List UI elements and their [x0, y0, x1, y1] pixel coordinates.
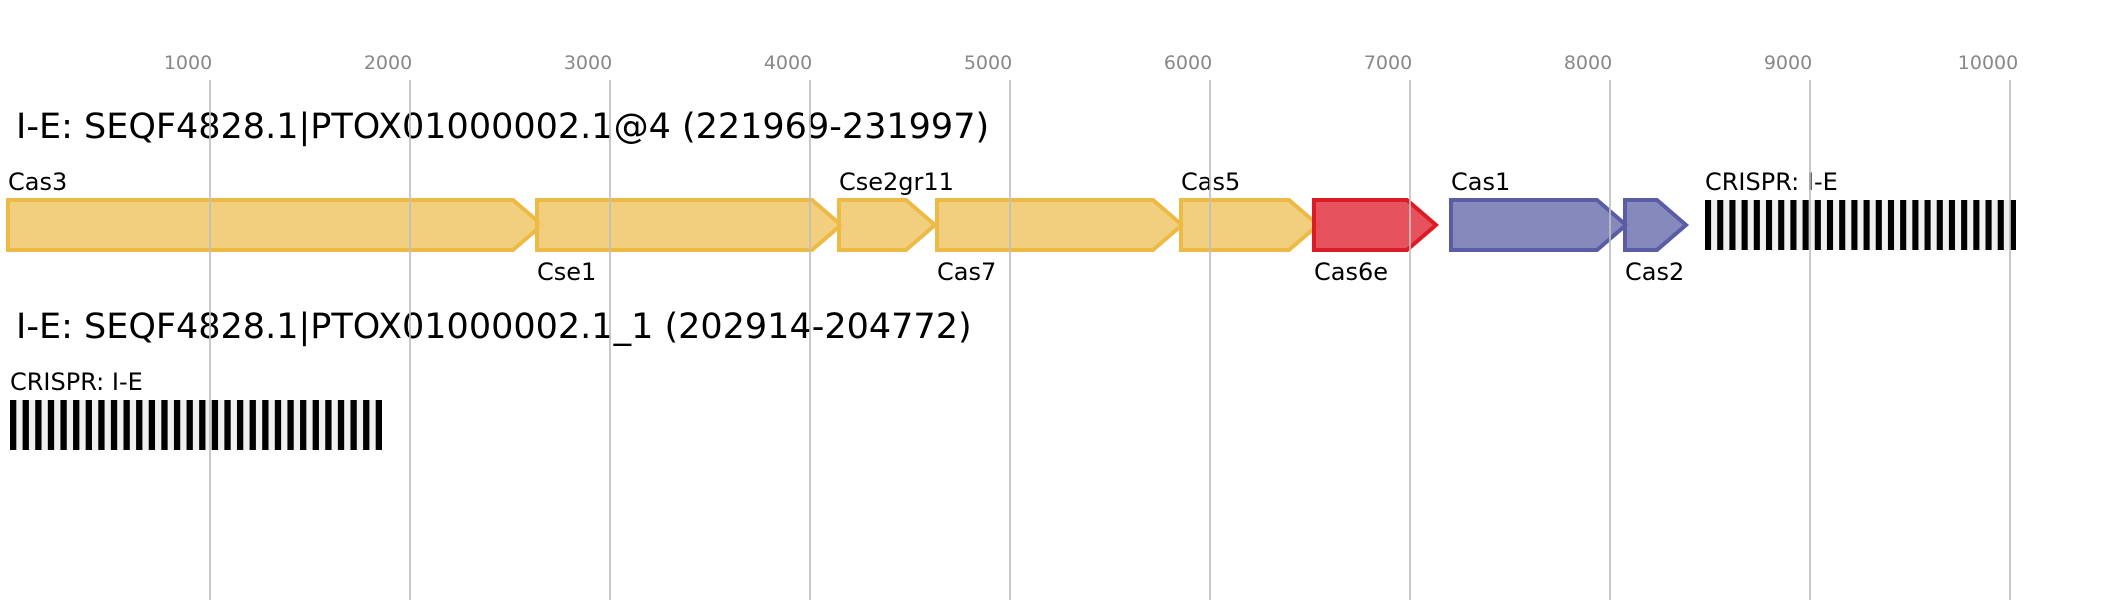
- crispr-repeat: [1802, 200, 1809, 250]
- tick-label: 3000: [564, 52, 612, 74]
- feature-label: CRISPR: I-E: [1705, 168, 1838, 196]
- crispr-repeat: [85, 400, 92, 450]
- crispr-repeat: [1839, 200, 1846, 250]
- tick-label: 8000: [1564, 52, 1612, 74]
- locus-title: I-E: SEQF4828.1|PTOX01000002.1@4 (221969…: [16, 107, 989, 147]
- gene-arrow-cas5[interactable]: [1179, 198, 1322, 252]
- crispr-repeat: [1936, 200, 1943, 250]
- crispr-repeat: [236, 400, 244, 450]
- crispr-repeat: [375, 400, 382, 450]
- crispr-repeat: [1912, 200, 1919, 250]
- crispr-repeat: [1741, 200, 1748, 250]
- locus-title: I-E: SEQF4828.1|PTOX01000002.1_1 (202914…: [16, 307, 972, 347]
- gene-arrow-cse2gr11[interactable]: [837, 198, 939, 252]
- crispr-repeat: [1765, 200, 1773, 250]
- feature-label: Cas1: [1451, 168, 1510, 196]
- crispr-repeat: [262, 400, 269, 450]
- crispr-repeat: [1985, 200, 1992, 250]
- crispr-repeat: [300, 400, 307, 450]
- crispr-repeat: [186, 400, 193, 450]
- tick-label: 10000: [1958, 52, 2018, 74]
- crispr-repeat: [1729, 200, 1736, 250]
- tick-label: 2000: [364, 52, 412, 74]
- crispr-repeat: [211, 400, 219, 450]
- crispr-repeat: [1705, 200, 1712, 250]
- crispr-repeat: [363, 400, 370, 450]
- crispr-repeat: [1814, 200, 1821, 250]
- crispr-repeat: [73, 400, 80, 450]
- crispr-repeat: [1863, 200, 1870, 250]
- crispr-repeat: [1851, 200, 1858, 250]
- crispr-repeat: [1790, 200, 1797, 250]
- crispr-repeat: [148, 400, 156, 450]
- feature-label: Cas7: [937, 258, 996, 286]
- crispr-repeat: [287, 400, 294, 450]
- gene-arrow-cas2[interactable]: [1623, 198, 1690, 252]
- locus-2: I-E: SEQF4828.1|PTOX01000002.1_1 (202914…: [10, 307, 972, 450]
- tick-label: 6000: [1164, 52, 1212, 74]
- tick-label: 9000: [1764, 52, 1812, 74]
- crispr-repeat: [325, 400, 332, 450]
- tick-label: 4000: [764, 52, 812, 74]
- feature-label: Cas2: [1625, 258, 1684, 286]
- crispr-repeat: [337, 400, 345, 450]
- loci: I-E: SEQF4828.1|PTOX01000002.1@4 (221969…: [6, 107, 2016, 450]
- crispr-repeat: [161, 400, 168, 450]
- locus-1: I-E: SEQF4828.1|PTOX01000002.1@4 (221969…: [6, 107, 2016, 286]
- gene-arrow-cas6e[interactable]: [1312, 198, 1440, 252]
- gene-arrow-cse1[interactable]: [535, 198, 845, 252]
- crispr-repeat: [10, 400, 17, 450]
- crispr-repeat: [350, 400, 357, 450]
- feature-label: Cas3: [8, 168, 67, 196]
- feature-label: Cse1: [537, 258, 596, 286]
- crispr-repeat: [1887, 200, 1895, 250]
- crispr-array-background[interactable]: [1705, 200, 2016, 250]
- crispr-repeat: [199, 400, 206, 450]
- crispr-repeat: [1900, 200, 1907, 250]
- crispr-repeat: [274, 400, 282, 450]
- axis-tick-labels: 1000 2000 3000 4000 5000 6000 7000 8000 9000 1000…: [164, 52, 2018, 74]
- crispr-repeat: [1924, 200, 1931, 250]
- crispr-repeat: [136, 400, 143, 450]
- crispr-repeat: [35, 400, 42, 450]
- crispr-repeat: [1948, 200, 1956, 250]
- gene-arrow-cas7[interactable]: [935, 198, 1186, 252]
- crispr-repeat: [2009, 200, 2016, 250]
- tick-label: 7000: [1364, 52, 1412, 74]
- gene-arrow-cas1[interactable]: [1449, 198, 1630, 252]
- crispr-repeat: [1961, 200, 1968, 250]
- crispr-repeat: [1875, 200, 1882, 250]
- crispr-repeat: [22, 400, 29, 450]
- crispr-repeat: [173, 400, 181, 450]
- feature-label: Cas6e: [1314, 258, 1388, 286]
- crispr-repeat: [1973, 200, 1980, 250]
- crispr-repeat: [312, 400, 319, 450]
- crispr-array-background[interactable]: [10, 400, 382, 450]
- gene-arrow-cas3[interactable]: [6, 198, 546, 252]
- crispr-repeat: [47, 400, 55, 450]
- crispr-repeat: [1778, 200, 1785, 250]
- crispr-repeat: [60, 400, 67, 450]
- tick-label: 1000: [164, 52, 212, 74]
- feature-label: CRISPR: I-E: [10, 368, 143, 396]
- feature-label: Cse2gr11: [839, 168, 954, 196]
- crispr-repeat: [123, 400, 130, 450]
- crispr-repeat: [1753, 200, 1760, 250]
- crispr-repeat: [1717, 200, 1724, 250]
- tick-label: 5000: [964, 52, 1012, 74]
- crispr-repeat: [98, 400, 105, 450]
- crispr-repeat: [224, 400, 231, 450]
- crispr-repeat: [110, 400, 118, 450]
- crispr-repeat: [249, 400, 256, 450]
- crispr-repeat: [1826, 200, 1834, 250]
- crispr-repeat: [1997, 200, 2004, 250]
